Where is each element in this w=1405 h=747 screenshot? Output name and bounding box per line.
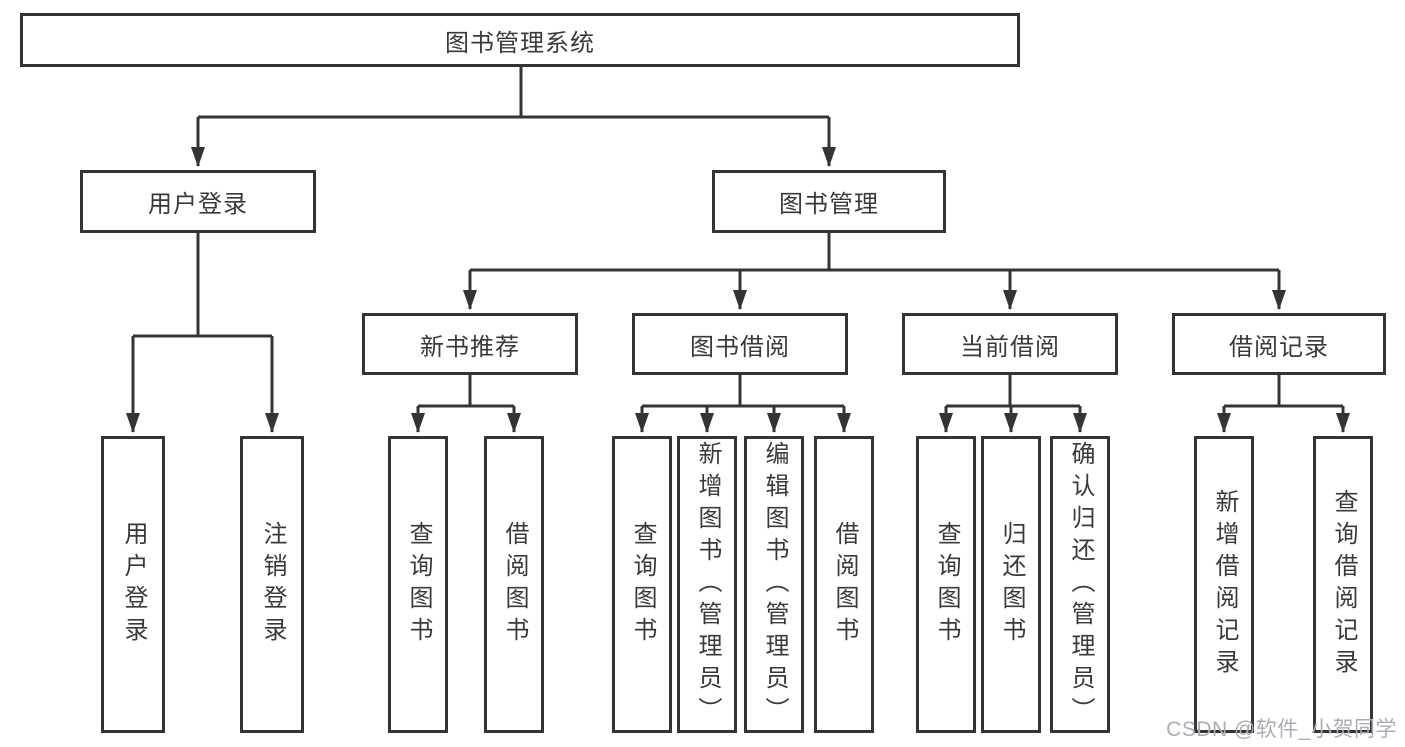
node-book-borrow-label: 图书借阅: [690, 333, 790, 361]
leaf-add-books-admin-label: 新增图书（管理员）: [694, 440, 721, 729]
leaf-current-query-books: 查询图书: [916, 436, 976, 733]
node-current-borrow: 当前借阅: [902, 313, 1118, 375]
leaf-add-borrow-record: 新增借阅记录: [1194, 436, 1254, 733]
csdn-watermark: CSDN @软件_小贺同学: [1166, 718, 1397, 741]
leaf-user-login: 用户登录: [101, 436, 165, 733]
node-new-book-recommend: 新书推荐: [362, 313, 578, 375]
leaf-query-borrow-record-label: 查询借阅记录: [1330, 488, 1357, 681]
leaf-logout: 注销登录: [240, 436, 304, 733]
leaf-borrow-query-books: 查询图书: [612, 436, 672, 733]
leaf-user-login-label: 用户登录: [120, 520, 147, 649]
leaf-confirm-return-admin: 确认归还（管理员）: [1050, 436, 1110, 733]
node-root: 图书管理系统: [20, 13, 1020, 67]
leaf-borrow-books-label: 借阅图书: [831, 520, 858, 649]
node-book-management: 图书管理: [712, 170, 946, 233]
leaf-recommend-query-books-label: 查询图书: [405, 520, 432, 649]
leaf-return-books: 归还图书: [981, 436, 1041, 733]
leaf-borrow-query-books-label: 查询图书: [629, 520, 656, 649]
leaf-confirm-return-admin-label: 确认归还（管理员）: [1067, 440, 1094, 729]
leaf-recommend-query-books: 查询图书: [388, 436, 448, 733]
node-new-book-recommend-label: 新书推荐: [420, 333, 520, 361]
leaf-recommend-borrow-books-label: 借阅图书: [501, 520, 528, 649]
leaf-add-books-admin: 新增图书（管理员）: [677, 436, 737, 733]
node-borrow-records: 借阅记录: [1172, 313, 1386, 375]
node-user-login: 用户登录: [80, 170, 316, 233]
leaf-recommend-borrow-books: 借阅图书: [484, 436, 544, 733]
leaf-add-borrow-record-label: 新增借阅记录: [1211, 488, 1238, 681]
leaf-return-books-label: 归还图书: [998, 520, 1025, 649]
leaf-borrow-books: 借阅图书: [814, 436, 874, 733]
node-user-login-label: 用户登录: [148, 191, 248, 218]
leaf-logout-label: 注销登录: [259, 520, 286, 649]
node-root-label: 图书管理系统: [445, 29, 595, 57]
leaf-query-borrow-record: 查询借阅记录: [1313, 436, 1373, 733]
leaf-edit-books-admin: 编辑图书（管理员）: [744, 436, 804, 733]
node-borrow-records-label: 借阅记录: [1229, 333, 1329, 361]
node-current-borrow-label: 当前借阅: [960, 333, 1060, 361]
node-book-management-label: 图书管理: [779, 191, 879, 218]
node-book-borrow: 图书借阅: [632, 313, 848, 375]
leaf-edit-books-admin-label: 编辑图书（管理员）: [761, 440, 788, 729]
leaf-current-query-books-label: 查询图书: [933, 520, 960, 649]
